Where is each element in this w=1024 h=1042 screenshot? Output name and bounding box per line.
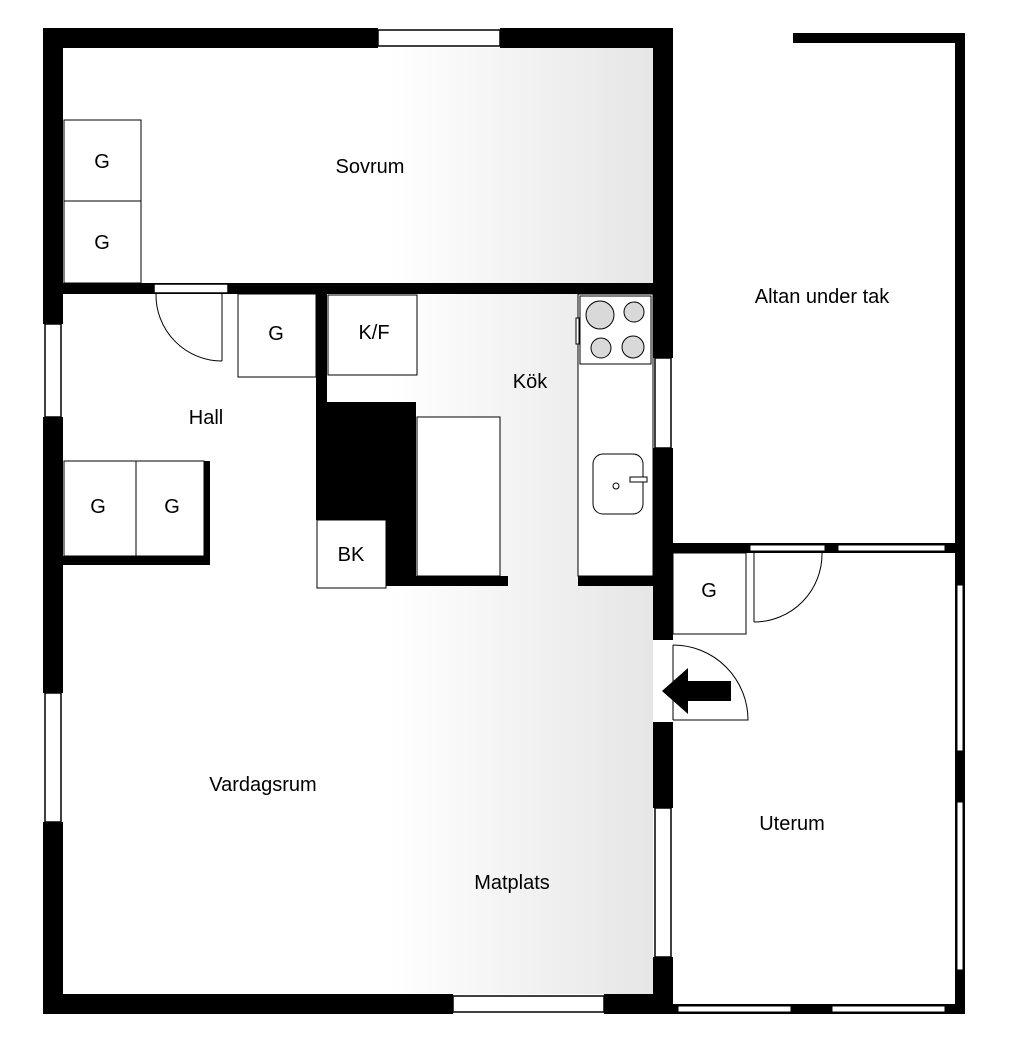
entrance-arrow-icon — [662, 668, 731, 714]
wardrobe-label: G — [701, 580, 717, 602]
wardrobe-label: G — [94, 232, 110, 254]
window-top — [377, 29, 501, 47]
door-hall — [155, 293, 223, 362]
wardrobe-hall-1: G — [63, 460, 137, 557]
room-label-matplats: Matplats — [474, 872, 550, 894]
altan-walls — [793, 33, 965, 553]
floor-main — [63, 294, 653, 994]
wardrobe-label: G — [164, 496, 180, 518]
door-uterum — [753, 552, 823, 623]
fridge-freezer: K/F — [327, 294, 418, 376]
uterum-windows — [677, 544, 964, 1013]
window-right-low — [654, 807, 672, 958]
room-label-uterum: Uterum — [759, 813, 825, 835]
wardrobe-sovrum-2: G — [63, 200, 142, 284]
window-bottom — [452, 995, 605, 1013]
sink-icon — [592, 453, 648, 515]
kitchen-island — [416, 416, 501, 577]
room-label-sovrum: Sovrum — [336, 156, 405, 178]
bk-unit: BK — [316, 519, 387, 589]
wardrobe-label: G — [90, 496, 106, 518]
wardrobe-label: G — [94, 151, 110, 173]
room-label-altan: Altan under tak — [755, 286, 891, 308]
wardrobe-sovrum-1: G — [63, 119, 142, 202]
windows — [44, 29, 672, 1013]
door-threshold-hall — [153, 283, 229, 294]
room-label-vardagsrum: Vardagsrum — [209, 774, 316, 796]
wardrobe-hall-top: G — [237, 293, 317, 378]
wardrobe-hall-2: G — [135, 460, 205, 557]
bk-label: BK — [338, 544, 365, 566]
window-kitchen — [654, 357, 672, 449]
wardrobe-uterum: G — [672, 552, 747, 635]
window-left-1 — [44, 323, 62, 418]
room-label-hall: Hall — [189, 407, 223, 429]
fridge-freezer-label: K/F — [358, 322, 389, 344]
counter-edge — [575, 317, 580, 345]
room-label-kok: Kök — [513, 371, 548, 393]
floor-sovrum — [63, 48, 653, 283]
wardrobe-label: G — [268, 323, 284, 345]
stove-icon — [579, 295, 652, 365]
window-left-2 — [44, 692, 62, 823]
walls — [43, 28, 673, 1014]
